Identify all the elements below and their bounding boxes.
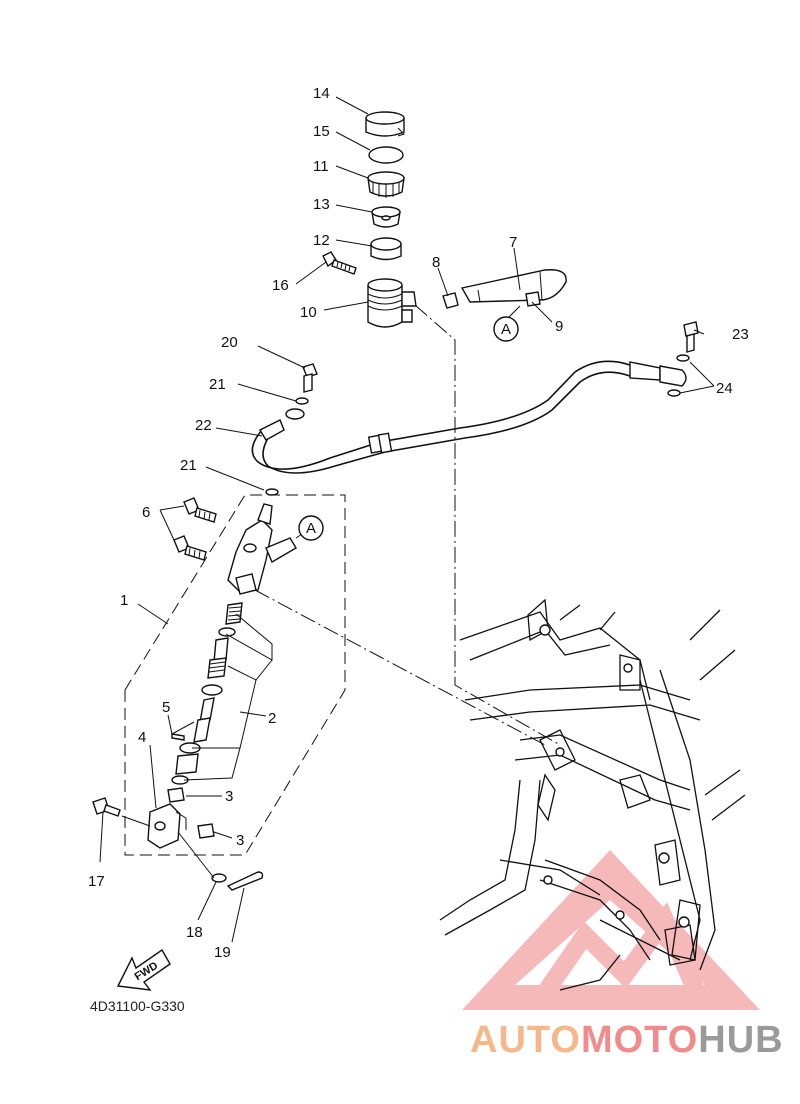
reference-line-cylinder [254, 589, 546, 746]
rod-end-4 [147, 803, 187, 849]
watermark-hub: HUB [698, 1019, 784, 1061]
reservoir-cap-14 [365, 111, 405, 137]
screw-16 [322, 251, 357, 275]
nuts-3 [167, 787, 215, 839]
washer-18 [211, 873, 227, 883]
cotter-pin-19 [226, 871, 264, 891]
callout-3-lower: 3 [236, 832, 244, 849]
diaphragm-15 [368, 146, 404, 164]
callout-23: 23 [732, 326, 749, 343]
bolt-17 [92, 797, 121, 817]
callout-18: 18 [186, 924, 203, 941]
callout-10: 10 [300, 304, 317, 321]
callout-17: 17 [88, 873, 105, 890]
plate-13 [371, 206, 401, 228]
hose-7 [460, 269, 567, 303]
reservoir-tank-10 [367, 278, 417, 328]
clip-9 [525, 291, 541, 307]
callout-5: 5 [162, 699, 170, 716]
callout-16: 16 [272, 277, 289, 294]
watermark-auto: AUTO [470, 1019, 581, 1061]
watermark-triangle-icon [462, 850, 760, 1010]
piston-kit-2 [171, 602, 243, 743]
callout-1: 1 [120, 592, 128, 609]
callout-labels: 14 15 11 13 12 16 10 8 7 9 20 21 22 21 2… [88, 85, 749, 961]
watermark-logo: AUTOMOTOHUB [470, 1016, 800, 1064]
callout-14: 14 [313, 85, 330, 102]
reference-line-reservoir [414, 304, 561, 746]
brake-hose-22 [251, 360, 687, 474]
bolts-6 [173, 497, 217, 561]
fwd-arrow-icon: FWD [116, 948, 171, 991]
callout-24: 24 [716, 380, 733, 397]
callout-4: 4 [138, 729, 146, 746]
reference-marker-a-upper: A [493, 316, 519, 342]
union-bolt-20 [302, 363, 318, 393]
pin-5 [171, 733, 185, 741]
washers-24 [667, 354, 690, 397]
callout-15: 15 [313, 123, 330, 140]
clip-8 [442, 292, 459, 309]
callout-20: 20 [221, 334, 238, 351]
callout-21-lower: 21 [180, 457, 197, 474]
callout-22: 22 [195, 417, 212, 434]
callout-2: 2 [268, 710, 276, 727]
reference-marker-a-upper-label: A [501, 321, 511, 338]
frame-drawing [439, 598, 746, 991]
washer-21-lower [265, 488, 279, 496]
cylinder-lower-parts [171, 742, 201, 785]
callout-11: 11 [313, 158, 329, 175]
callout-21-upper: 21 [209, 376, 226, 393]
watermark-moto: MOTO [580, 1019, 699, 1061]
callout-19: 19 [214, 944, 231, 961]
callout-6: 6 [142, 504, 150, 521]
reference-marker-a-lower-label: A [306, 520, 316, 537]
leader-lines [99, 96, 715, 943]
assembly-boundary [124, 494, 346, 856]
washer-21-upper [295, 397, 309, 405]
diagram-code: 4D31100-G330 [90, 998, 185, 1014]
callout-3-upper: 3 [225, 788, 233, 805]
master-cylinder-body [227, 503, 297, 595]
reference-marker-a-lower: A [298, 515, 324, 541]
bushing-12 [370, 237, 402, 261]
callout-13: 13 [313, 196, 330, 213]
callout-7: 7 [509, 234, 517, 251]
callout-12: 12 [313, 232, 330, 249]
callout-9: 9 [555, 318, 563, 335]
cap-ring-11 [367, 171, 405, 198]
union-bolt-23 [683, 321, 699, 353]
callout-8: 8 [432, 254, 440, 271]
